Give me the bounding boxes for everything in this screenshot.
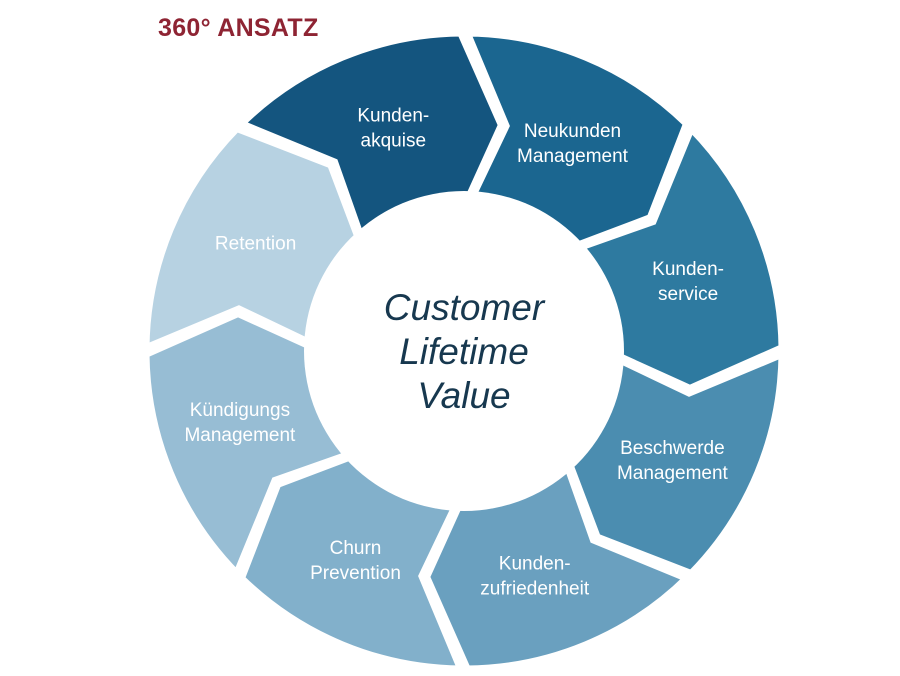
segment-label-kundenservice: Kunden-service — [652, 259, 724, 305]
segment-label-kundenzufriedenheit: Kunden-zufriedenheit — [480, 554, 590, 600]
headline: 360° ANSATZ — [158, 14, 319, 42]
segment-label-kundenakquise: Kunden-akquise — [357, 105, 429, 151]
segment-label-retention: Retention — [215, 234, 296, 255]
center-disc — [304, 191, 624, 511]
